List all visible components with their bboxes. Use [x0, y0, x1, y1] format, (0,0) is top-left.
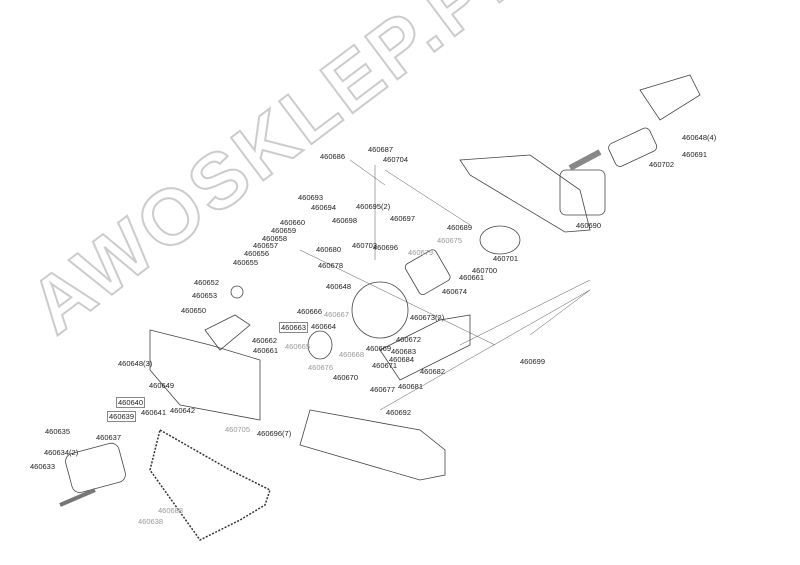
part-label: 460676	[308, 363, 334, 372]
tool-key	[59, 488, 96, 507]
part-label: 460658	[262, 234, 288, 243]
part-label: 460691	[682, 150, 708, 159]
part-label: 460648	[326, 282, 352, 291]
part-label: 460661	[459, 273, 485, 282]
part-label: 460698	[332, 216, 358, 225]
part-label: 460657	[253, 241, 279, 250]
part-label: 460655	[233, 258, 259, 267]
part-label: 460667	[324, 310, 350, 319]
rear-cover	[639, 74, 701, 121]
part-label: 460678	[318, 261, 344, 270]
part-label: 460695(2)	[356, 202, 391, 211]
part-label: 460637	[96, 433, 122, 442]
part-label: 460659	[271, 226, 297, 235]
part-label: 460696(7)	[257, 429, 292, 438]
motor-housing	[459, 154, 591, 233]
guide-plate	[379, 314, 471, 381]
part-label: 460702	[649, 160, 675, 169]
front-cover	[65, 442, 126, 493]
part-label: 460639	[107, 411, 137, 422]
part-label: 460697	[390, 214, 416, 223]
part-label: 460700	[472, 266, 498, 275]
part-label: 460704	[383, 155, 409, 164]
part-label: 460648(3)	[118, 359, 153, 368]
part-label: 460664	[311, 322, 337, 331]
part-label: 460635	[45, 427, 71, 436]
part-label: 460660	[280, 218, 306, 227]
part-label: 460682	[420, 367, 446, 376]
part-label: 460668	[339, 350, 365, 359]
part-label: 460641	[141, 408, 167, 417]
part-label: 460694	[311, 203, 337, 212]
part-label: 460672	[396, 335, 422, 344]
part-label: 460653	[192, 291, 218, 300]
motor	[559, 169, 606, 216]
part-label: 460669	[366, 344, 392, 353]
part-label: 460673(2)	[410, 313, 445, 322]
part-label: 460686	[320, 152, 346, 161]
part-label: 460661	[253, 346, 279, 355]
part-label: 460690	[576, 221, 602, 230]
part-label: 460693	[298, 193, 324, 202]
fan-housing	[479, 225, 521, 255]
part-label: 460688	[158, 506, 184, 515]
vent-grille	[608, 127, 658, 167]
part-label: 460689	[447, 223, 473, 232]
handle-guard	[204, 314, 251, 351]
oil-cap	[230, 285, 244, 299]
gearbox	[351, 281, 409, 339]
motor-shaft	[568, 149, 602, 171]
part-label: 460699	[520, 357, 546, 366]
part-label: 460665	[285, 342, 311, 351]
part-label: 460648(4)	[682, 133, 717, 142]
part-label: 460650	[181, 306, 207, 315]
part-label: 460671	[372, 361, 398, 370]
part-label: 460652	[194, 278, 220, 287]
part-label: 460663	[279, 322, 309, 333]
part-label: 460687	[368, 145, 394, 154]
part-label: 460683	[391, 347, 417, 356]
part-label: 460701	[493, 254, 519, 263]
part-label: 460705	[225, 425, 251, 434]
part-label: 460656	[244, 249, 270, 258]
part-label: 460633	[30, 462, 56, 471]
guide-bar	[299, 409, 446, 481]
part-label: 460634(2)	[44, 448, 79, 457]
part-label: 460674	[442, 287, 468, 296]
part-label: 460677	[370, 385, 396, 394]
side-housing	[149, 329, 261, 421]
part-label: 460680	[316, 245, 342, 254]
part-label: 460681	[398, 382, 424, 391]
part-label: 460696	[373, 243, 399, 252]
part-label: 460642	[170, 406, 196, 415]
part-label: 460675	[437, 236, 463, 245]
part-label: 460649	[149, 381, 175, 390]
part-label: 460692	[386, 408, 412, 417]
drive-sprocket	[307, 330, 333, 360]
part-label: 460666	[297, 307, 323, 316]
part-label: 460684	[389, 355, 415, 364]
part-label: 460662	[252, 336, 278, 345]
part-label: 460670	[333, 373, 359, 382]
part-label: 460703	[352, 241, 378, 250]
fan-frame	[404, 249, 451, 296]
part-label: 460640	[116, 397, 146, 408]
part-label: 460638	[138, 517, 164, 526]
saw-chain	[149, 428, 271, 541]
part-label: 460679	[408, 248, 434, 257]
